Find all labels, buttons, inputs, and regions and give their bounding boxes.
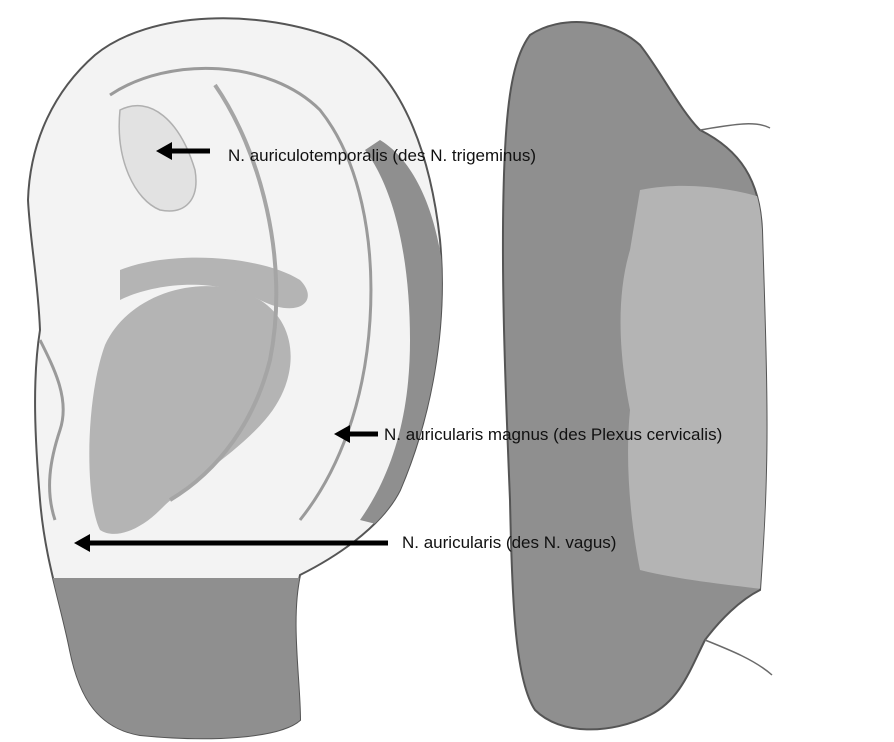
earlobe-region: [20, 578, 440, 742]
back-edge-wisp-top: [700, 124, 770, 130]
back-edge-wisp-bottom: [705, 640, 772, 675]
back-light-region: [621, 186, 770, 590]
label-auricularis-magnus: N. auricularis magnus (des Plexus cervic…: [384, 426, 722, 443]
ear-back-view: [503, 22, 772, 729]
ear-front-view: [20, 18, 446, 742]
label-auriculotemporalis: N. auriculotemporalis (des N. trigeminus…: [228, 147, 536, 164]
label-auricularis-vagus: N. auricularis (des N. vagus): [402, 534, 616, 551]
